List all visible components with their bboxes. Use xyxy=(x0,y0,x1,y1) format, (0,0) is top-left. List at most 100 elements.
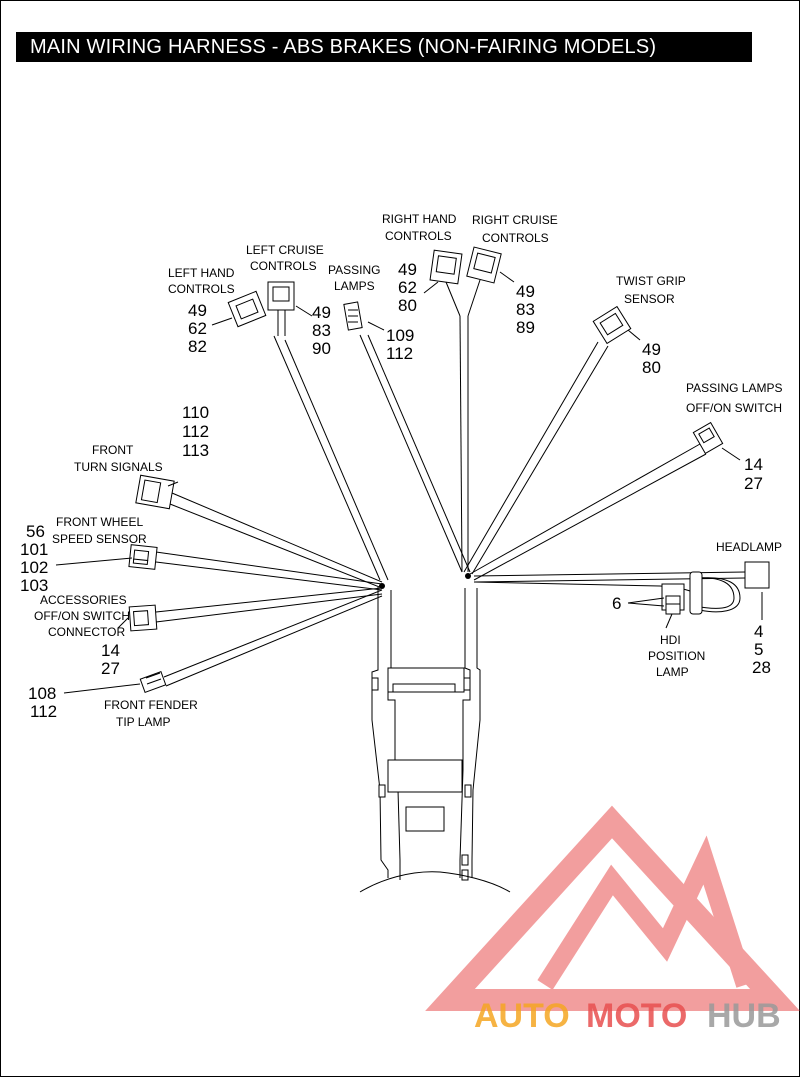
passing-lamps-switch-label-1: PASSING LAMPS xyxy=(686,381,782,395)
label-right-cruise-controls: RIGHT CRUISE CONTROLS 49 83 89 xyxy=(472,213,558,337)
right-cruise-controls-num-1: 49 xyxy=(516,282,535,301)
accessories-switch-connector xyxy=(128,604,158,632)
left-cruise-controls-num-1: 49 xyxy=(312,303,331,322)
left-hand-controls-num-3: 82 xyxy=(188,337,207,356)
twist-grip-sensor-connector xyxy=(592,305,632,345)
wire-right-controls xyxy=(459,315,469,573)
watermark-logo xyxy=(425,805,800,1011)
right-cruise-controls-label-1: RIGHT CRUISE xyxy=(472,213,558,227)
front-wheel-speed-sensor-num-1: 56 xyxy=(26,522,45,541)
front-turn-signals-label-2: TURN SIGNALS xyxy=(74,460,163,474)
left-hand-controls-num-2: 62 xyxy=(188,319,207,338)
wire-front-fender-tip-lamp xyxy=(163,589,383,687)
hdi-position-lamp-label-2: POSITION xyxy=(648,649,705,663)
label-front-fender-tip-lamp: FRONT FENDER TIP LAMP 108 112 xyxy=(28,684,198,729)
twist-grip-sensor-label-1: TWIST GRIP xyxy=(616,274,686,288)
watermark-triangle xyxy=(425,805,800,1011)
right-hand-controls-num-1: 49 xyxy=(398,260,417,279)
hdi-position-lamp-label-1: HDI xyxy=(660,633,681,647)
hdi-position-lamp-num-1: 6 xyxy=(612,594,621,613)
passing-lamps-connector xyxy=(343,301,363,331)
headlamp-label-1: HEADLAMP xyxy=(716,540,782,554)
twist-grip-sensor-num-2: 80 xyxy=(642,358,661,377)
passing-lamps-switch-num-2: 27 xyxy=(744,474,763,493)
wire-front-turn-signals xyxy=(169,492,383,589)
left-hand-controls-connector xyxy=(227,290,267,328)
front-turn-signals-label-1: FRONT xyxy=(92,443,134,457)
front-fender-tip-lamp-num-1: 108 xyxy=(28,684,56,703)
front-turn-signals-num-3: 113 xyxy=(182,441,209,460)
left-hand-controls-label-1: LEFT HAND xyxy=(168,266,235,280)
left-hand-controls-num-1: 49 xyxy=(188,301,207,320)
front-fender-tip-lamp-connector xyxy=(139,671,167,693)
label-twist-grip-sensor: TWIST GRIP SENSOR 49 80 xyxy=(616,274,686,377)
front-wheel-speed-sensor-num-4: 103 xyxy=(20,576,48,595)
leader-lines xyxy=(55,271,763,694)
watermark-hub-text: HUB xyxy=(707,997,781,1035)
label-right-hand-controls: RIGHT HAND CONTROLS 49 62 80 xyxy=(382,212,457,315)
left-cruise-controls-connector xyxy=(267,281,295,336)
hdi-position-lamp-label-3: LAMP xyxy=(656,665,689,679)
left-cruise-controls-label-1: LEFT CRUISE xyxy=(246,243,324,257)
passing-lamps-switch-label-2: OFF/ON SWITCH xyxy=(686,401,782,415)
left-hand-controls-label-2: CONTROLS xyxy=(168,282,235,296)
label-passing-lamps-switch: PASSING LAMPS OFF/ON SWITCH 14 27 xyxy=(686,381,782,493)
headlamp-num-3: 28 xyxy=(752,658,771,677)
harness-trunk xyxy=(359,587,511,893)
wire-passing-lamps-switch xyxy=(469,443,707,581)
front-wheel-speed-sensor-num-3: 102 xyxy=(20,558,48,577)
front-wheel-speed-sensor-label-1: FRONT WHEEL xyxy=(56,515,143,529)
right-hand-controls-label-2: CONTROLS xyxy=(385,229,452,243)
front-wheel-speed-sensor-num-2: 101 xyxy=(20,540,48,559)
headlamp-part xyxy=(689,561,770,615)
right-hand-controls-num-2: 62 xyxy=(398,278,417,297)
left-cruise-controls-num-3: 90 xyxy=(312,339,331,358)
headlamp-num-2: 5 xyxy=(754,640,763,659)
right-hand-controls-label-1: RIGHT HAND xyxy=(382,212,457,226)
page-title: MAIN WIRING HARNESS - ABS BRAKES (NON-FA… xyxy=(16,32,752,62)
label-left-hand-controls: LEFT HAND CONTROLS 49 62 82 xyxy=(168,266,235,356)
right-cruise-controls-label-2: CONTROLS xyxy=(482,231,549,245)
label-accessories-switch: ACCESSORIES OFF/ON SWITCH CONNECTOR 14 2… xyxy=(34,593,130,678)
label-front-wheel-speed-sensor: FRONT WHEEL SPEED SENSOR 56 101 102 103 xyxy=(20,515,147,595)
front-fender-tip-lamp-label-1: FRONT FENDER xyxy=(104,698,198,712)
accessories-switch-num-1: 14 xyxy=(101,641,120,660)
wire-passing-lamps xyxy=(359,334,471,573)
front-turn-signals-num-1: 110 xyxy=(182,403,209,422)
wire-accessories-switch xyxy=(155,587,383,623)
front-turn-signals-connector xyxy=(135,474,175,510)
watermark-m-shape xyxy=(537,835,754,990)
front-wheel-speed-sensor-label-2: SPEED SENSOR xyxy=(52,532,147,546)
label-hdi-position-lamp: HDI POSITION LAMP 6 xyxy=(612,594,705,679)
right-cruise-controls-connector xyxy=(445,246,502,317)
right-cruise-controls-num-3: 89 xyxy=(516,318,535,337)
front-wheel-speed-sensor-connector xyxy=(128,544,158,570)
front-fender-tip-lamp-num-2: 112 xyxy=(30,702,57,721)
label-left-cruise-controls: LEFT CRUISE CONTROLS 49 83 90 xyxy=(246,243,331,358)
right-hand-controls-num-3: 80 xyxy=(398,296,417,315)
accessories-switch-num-2: 27 xyxy=(101,659,120,678)
wire-left-hand-controls xyxy=(273,335,389,581)
label-passing-lamps: PASSING LAMPS 109 112 xyxy=(328,263,414,363)
junction-right xyxy=(465,573,471,579)
watermark-auto-text: AUTO xyxy=(474,997,570,1035)
headlamp-num-1: 4 xyxy=(754,622,763,641)
label-front-turn-signals: FRONT TURN SIGNALS 110 112 113 xyxy=(74,403,209,474)
passing-lamps-switch-connector xyxy=(692,421,724,455)
front-turn-signals-num-2: 112 xyxy=(182,422,209,441)
passing-lamps-num-2: 112 xyxy=(386,344,413,363)
right-cruise-controls-num-2: 83 xyxy=(516,300,535,319)
front-fender-tip-lamp-label-2: TIP LAMP xyxy=(116,715,170,729)
twist-grip-sensor-label-2: SENSOR xyxy=(624,292,675,306)
label-headlamp: HEADLAMP 4 5 28 xyxy=(716,540,782,677)
passing-lamps-num-1: 109 xyxy=(386,326,414,345)
accessories-switch-label-2: OFF/ON SWITCH xyxy=(34,609,130,623)
hdi-position-lamp-part xyxy=(661,583,685,615)
passing-lamps-label-1: PASSING xyxy=(328,263,380,277)
wire-front-wheel-speed-sensor xyxy=(155,551,383,591)
passing-lamps-label-2: LAMPS xyxy=(334,279,375,293)
passing-lamps-switch-num-1: 14 xyxy=(744,455,763,474)
watermark-moto-text: MOTO xyxy=(586,997,687,1035)
left-cruise-controls-label-2: CONTROLS xyxy=(250,259,317,273)
